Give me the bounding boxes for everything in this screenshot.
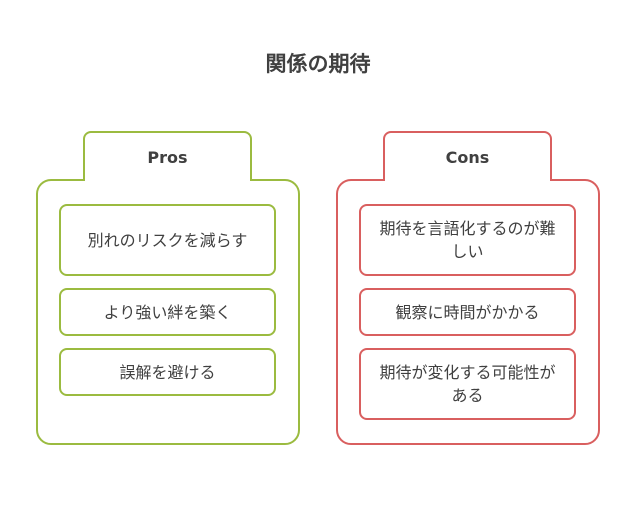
cons-heading: Cons <box>445 147 490 167</box>
diagram-title: 関係の期待 <box>265 52 371 76</box>
cons-item-text: 期待を言語化するのが難しい <box>379 219 556 261</box>
cons-item: 期待が変化する可能性がある <box>359 348 576 420</box>
cons-item: 期待を言語化するのが難しい <box>359 204 576 276</box>
cons-item: 観察に時間がかかる <box>359 288 576 336</box>
cons-item-text: 期待が変化する可能性がある <box>379 363 556 405</box>
pros-item: 誤解を避ける <box>59 348 276 396</box>
pros-item-text: より強い絆を築く <box>103 302 232 322</box>
pros-item: より強い絆を築く <box>59 288 276 336</box>
pros-item-text: 別れのリスクを減らす <box>87 230 248 250</box>
pros-item-text: 誤解を避ける <box>119 362 216 382</box>
cons-item-text: 観察に時間がかかる <box>395 302 540 322</box>
pros-heading-tab: Pros <box>83 131 252 181</box>
pros-item: 別れのリスクを減らす <box>59 204 276 276</box>
cons-heading-tab: Cons <box>383 131 552 181</box>
pros-heading: Pros <box>147 147 188 167</box>
